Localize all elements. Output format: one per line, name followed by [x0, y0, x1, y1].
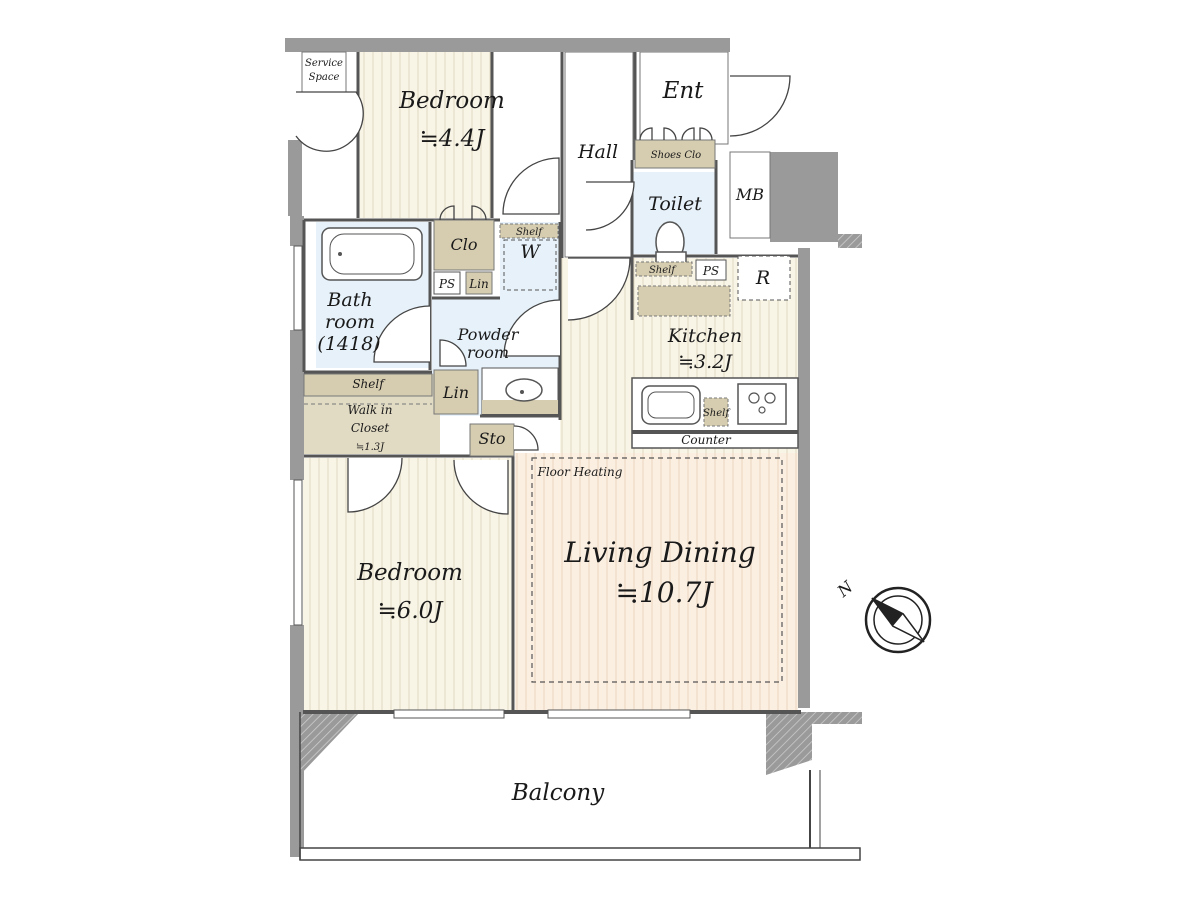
laundry-shelf [499, 223, 559, 239]
pipe-space-bath-label: PS [438, 277, 455, 291]
bathroom-line3: (1418) [317, 333, 380, 355]
fixtures [293, 51, 799, 719]
refrigerator [737, 255, 791, 301]
bedroom-south-name: Bedroom [356, 560, 463, 586]
bedroom-north-area: ≒4.4J [419, 126, 486, 152]
entrance-floor [639, 51, 729, 145]
kitchen-cabinet [637, 285, 731, 317]
entrance-name: Ent [662, 78, 705, 104]
linen-lower-label: Lin [442, 383, 469, 402]
walk-in-closet-line2: Closet [351, 421, 390, 435]
balcony-floor [304, 722, 804, 850]
kitchen-shelf [703, 397, 729, 427]
storage [469, 423, 515, 457]
washer-label: W [520, 241, 541, 263]
linen-upper [465, 271, 493, 295]
linen-upper-label: Lin [468, 277, 489, 291]
service-space [301, 51, 347, 93]
walls [285, 38, 862, 861]
living-dining-name: Living Dining [563, 536, 756, 569]
pipe-space-toilet [695, 259, 727, 281]
walk-in-closet-area: ≒1.3J [356, 442, 385, 453]
toilet-shelf-label: Shelf [649, 265, 677, 276]
hall-name: Hall [577, 141, 618, 163]
closet-label: Clo [451, 235, 478, 254]
living-dining-area: ≒10.7J [615, 576, 714, 609]
closet [433, 219, 495, 271]
floor-heating-label: Floor Heating [537, 465, 623, 479]
shoes-closet [634, 139, 716, 169]
compass-north-label: N [833, 576, 857, 601]
counter-label: Counter [681, 433, 732, 447]
kitchen-area: ≒3.2J [678, 351, 733, 373]
toilet-name: Toilet [648, 193, 702, 215]
pipe-space-toilet-label: PS [702, 264, 719, 278]
doors [295, 75, 791, 515]
kitchen-name: Kitchen [667, 325, 742, 347]
service-space-line2: Space [309, 72, 340, 83]
pipe-space-bath [433, 271, 461, 295]
meter-box [729, 151, 771, 239]
storage-label: Sto [478, 429, 505, 448]
bedroom-north-name: Bedroom [398, 88, 505, 114]
walk-in-shelf-label: Shelf [352, 377, 386, 391]
toilet-shelf [635, 261, 693, 277]
compass: N [833, 576, 932, 654]
sink [505, 378, 543, 402]
service-space-line1: Service [305, 58, 343, 69]
room-labels: Bedroom ≒4.4J Hall Ent Toilet Bath room … [305, 58, 756, 806]
powder-room-line2: room [467, 343, 509, 362]
fixture-labels: Clo Shoes Clo MB PS PS Lin Lin Sto Shelf… [352, 150, 770, 479]
washer [503, 239, 557, 291]
shoes-closet-label: Shoes Clo [651, 150, 701, 161]
walk-in-shelf [303, 373, 433, 397]
floor-heating-area [531, 457, 783, 683]
balcony-name: Balcony [511, 780, 606, 806]
meter-box-label: MB [735, 185, 764, 204]
bathroom-line2: room [325, 311, 375, 333]
linen-lower [433, 369, 479, 415]
stove [737, 383, 787, 425]
powder-room-line1: Powder [457, 325, 520, 344]
bathroom-line1: Bath [326, 289, 372, 311]
walk-in-closet-line1: Walk in [348, 403, 393, 417]
bedroom-south-area: ≒6.0J [377, 598, 444, 624]
refrigerator-label: R [755, 267, 770, 289]
laundry-shelf-label: Shelf [516, 227, 544, 238]
kitchen-shelf-label: Shelf [703, 408, 731, 419]
